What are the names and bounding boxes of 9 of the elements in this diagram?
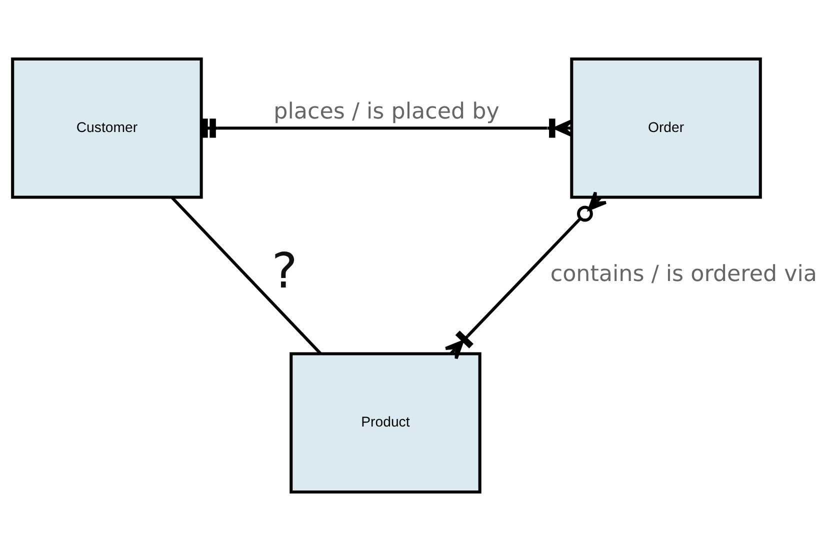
node-box: Product: [290, 352, 482, 494]
connector: [170, 196, 322, 355]
connector: [444, 190, 608, 360]
node-box: Customer: [11, 58, 203, 199]
connector: [201, 118, 574, 138]
node-box: Order: [570, 58, 762, 199]
edge-label: ?: [272, 244, 298, 300]
edge-label: places / is placed by: [274, 98, 500, 125]
edge-label: contains / is ordered via: [550, 261, 818, 288]
